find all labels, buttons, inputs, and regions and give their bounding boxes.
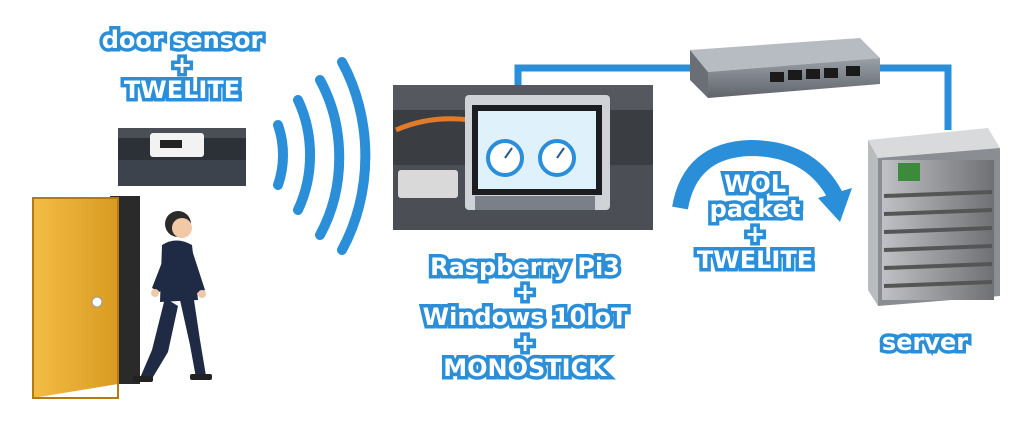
wol-label: WOL packet + TWELITE bbox=[690, 168, 820, 276]
door-sensor-label: door sensor + TWELITE bbox=[92, 24, 272, 107]
label-line: WOL bbox=[720, 168, 789, 200]
label-line: server bbox=[878, 326, 971, 358]
label-line: + bbox=[741, 218, 768, 250]
label-line: TWELITE bbox=[693, 243, 816, 275]
label-line: packet bbox=[706, 193, 804, 225]
network-switch-icon bbox=[690, 38, 880, 98]
server-label: server bbox=[870, 326, 980, 358]
label-line: + bbox=[511, 326, 538, 358]
label-line: door sensor bbox=[98, 24, 266, 56]
raspberry-pi-label: Raspberry Pi3 + Windows 10loT + MONOSTIC… bbox=[405, 251, 645, 384]
label-line: Raspberry Pi3 bbox=[427, 251, 624, 283]
walking-person-icon bbox=[133, 211, 212, 382]
door-icon bbox=[32, 196, 140, 399]
label-line: TWELITE bbox=[120, 74, 243, 106]
label-line: MONOSTICK bbox=[440, 352, 611, 384]
wireless-signal-icon bbox=[273, 57, 371, 255]
server-icon bbox=[868, 128, 1000, 306]
door-sensor-photo bbox=[118, 128, 246, 186]
network-cable bbox=[514, 64, 952, 130]
label-line: + bbox=[511, 276, 538, 308]
wol-arrow bbox=[672, 139, 852, 222]
raspberry-pi-photo bbox=[393, 85, 653, 230]
label-line: + bbox=[168, 49, 195, 81]
label-line: Windows 10loT bbox=[419, 301, 631, 333]
